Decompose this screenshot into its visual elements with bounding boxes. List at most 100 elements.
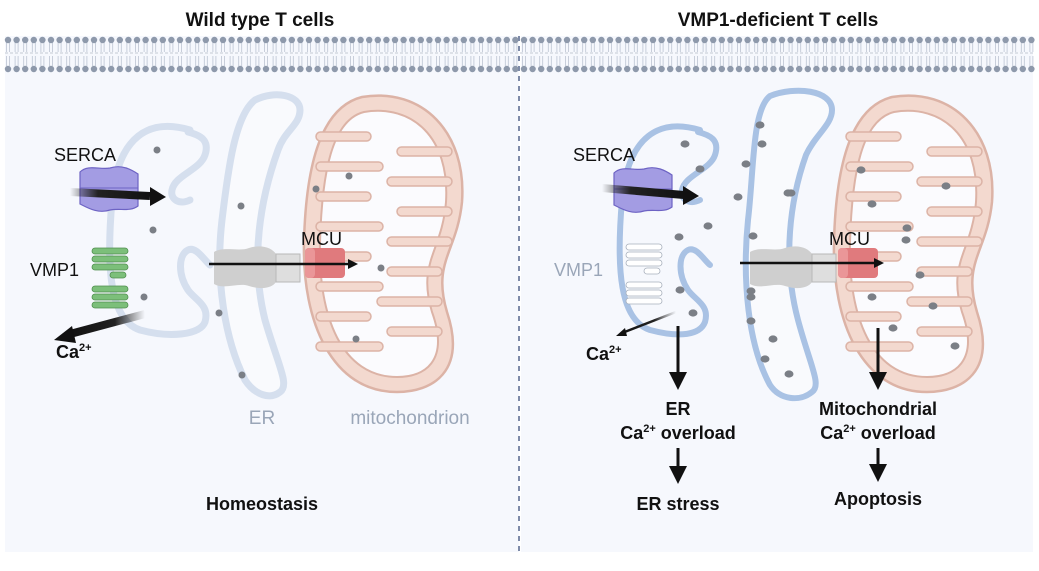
lipid-head — [555, 65, 562, 73]
lipid-tail — [530, 42, 535, 52]
lipid-tail — [6, 56, 10, 66]
lipid-head — [211, 65, 218, 73]
left-ca-efflux-arrowhead — [54, 326, 76, 343]
lipid-tail — [358, 42, 363, 52]
lipid-head — [202, 65, 209, 73]
lipid-tail — [1029, 56, 1034, 66]
calcium-ion — [784, 370, 794, 378]
vmp1-helix — [625, 281, 663, 289]
lipid-tail — [565, 42, 569, 52]
lipid-head — [99, 36, 106, 44]
lipid-head — [615, 36, 622, 44]
lipid-head — [830, 65, 837, 73]
lipid-tail — [332, 56, 337, 66]
lipid-tail — [814, 56, 819, 66]
lipid-tail — [711, 56, 716, 66]
lipid-head — [254, 36, 261, 44]
mito-overload-arrowhead — [869, 372, 887, 390]
lipid-tail — [272, 56, 277, 66]
calcium-ion — [746, 287, 756, 295]
lipid-head — [864, 36, 872, 44]
lipid-tail — [969, 42, 974, 52]
lipid-head — [443, 65, 450, 73]
lipid-head — [409, 65, 416, 73]
lipid-tail — [160, 56, 165, 66]
lipid-head — [228, 65, 235, 73]
mito-crista — [916, 326, 973, 337]
lipid-head — [744, 36, 751, 44]
lipid-tail — [917, 42, 922, 52]
lipid-head — [632, 36, 639, 44]
lipid-head — [546, 65, 553, 73]
lipid-tail — [289, 56, 294, 66]
lipid-head — [796, 65, 803, 73]
lipid-head — [606, 36, 614, 44]
lipid-tail — [590, 56, 595, 66]
lipid-head — [288, 36, 295, 44]
lipid-head — [219, 65, 227, 73]
lipid-head — [185, 65, 192, 73]
lipid-tail — [651, 56, 655, 66]
lipid-tail — [977, 56, 982, 66]
mito-overload-title: Mitochondrial — [819, 399, 937, 419]
vmp1-helix — [625, 251, 663, 259]
apoptosis-arrowhead — [869, 464, 887, 482]
lipid-head — [486, 36, 493, 44]
mito-crista — [315, 281, 384, 292]
lipid-head — [778, 65, 786, 73]
lipid-tail — [625, 42, 630, 52]
plasma-membrane — [4, 36, 1035, 73]
lipid-head — [907, 36, 915, 44]
mito-crista — [916, 266, 973, 277]
lipid-head — [796, 36, 803, 44]
lipid-tail — [444, 42, 449, 52]
lipid-head — [976, 65, 983, 73]
lipid-tail — [281, 56, 286, 66]
lipid-head — [452, 65, 459, 73]
lipid-tail — [728, 42, 733, 52]
lipid-head — [538, 36, 545, 44]
lipid-tail — [625, 56, 630, 66]
lipid-tail — [900, 42, 905, 52]
lipid-tail — [427, 56, 432, 66]
lipid-head — [245, 65, 252, 73]
lipid-head — [460, 65, 467, 73]
lipid-head — [899, 36, 906, 44]
lipid-head — [426, 65, 433, 73]
lipid-head — [667, 36, 674, 44]
lipid-tail — [229, 42, 234, 52]
lipid-head — [151, 36, 158, 44]
lipid-tail — [943, 56, 948, 66]
calcium-ion — [153, 146, 161, 154]
lipid-tail — [642, 56, 647, 66]
lipid-tail — [917, 56, 922, 66]
lipid-head — [873, 36, 880, 44]
lipid-head — [280, 36, 287, 44]
lipid-tail — [281, 42, 286, 52]
lipid-head — [314, 36, 321, 44]
lipid-head — [692, 65, 700, 73]
lipid-head — [237, 65, 244, 73]
lipid-tail — [264, 42, 268, 52]
lipid-head — [959, 36, 966, 44]
left-outcome-homeostasis: Homeostasis — [206, 494, 318, 514]
lipid-head — [159, 36, 166, 44]
lipid-head — [4, 65, 12, 73]
lipid-tail — [909, 42, 913, 52]
lipid-tail — [307, 56, 311, 66]
lipid-tail — [470, 42, 475, 52]
right-vmp1-label: VMP1 — [554, 260, 603, 280]
lipid-head — [176, 36, 184, 44]
lipid-tail — [590, 42, 595, 52]
lipid-tail — [487, 56, 492, 66]
lipid-tail — [1020, 56, 1025, 66]
mito-crista — [845, 311, 902, 322]
lipid-head — [1028, 65, 1035, 73]
lipid-tail — [496, 42, 501, 52]
lipid-head — [82, 36, 89, 44]
lipid-head — [753, 36, 760, 44]
lipid-head — [925, 36, 932, 44]
lipid-head — [90, 36, 98, 44]
lipid-head — [512, 65, 519, 73]
